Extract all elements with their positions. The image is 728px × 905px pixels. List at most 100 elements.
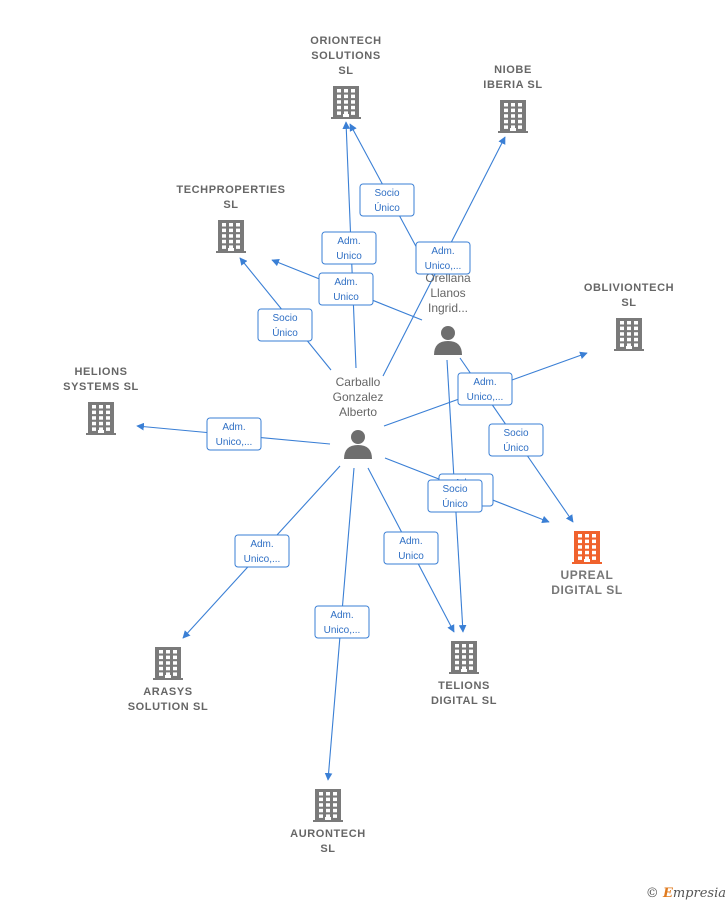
person-name: Llanos xyxy=(430,286,465,300)
company-name: AURONTECH xyxy=(290,828,366,840)
edge-label-text: Socio xyxy=(374,188,399,199)
company-name: ORIONTECH xyxy=(310,35,381,47)
building-icon xyxy=(216,220,246,253)
edge-label-box xyxy=(318,272,374,306)
edge-label-box xyxy=(383,531,439,565)
company-name: DIGITAL SL xyxy=(431,695,497,707)
person-icon xyxy=(344,430,372,459)
edge-label-box xyxy=(427,479,483,513)
company-name: UPREAL xyxy=(561,568,614,582)
copyright-symbol: © xyxy=(645,886,659,901)
edge-label-carballo-oriontech[interactable]: Adm. Unico xyxy=(321,231,377,265)
company-name: OBLIVIONTECH xyxy=(584,282,674,294)
edge-label-text: Unico,... xyxy=(324,625,361,636)
edge-label-carballo-helions[interactable]: Adm. Unico,... xyxy=(206,417,262,451)
edge-label-text: Adm. xyxy=(334,277,357,288)
edge-label-text: Adm. xyxy=(431,246,454,257)
edge-label-text: Unico,... xyxy=(244,554,281,565)
edge-label-carballo-niobe[interactable]: Adm. Unico,... xyxy=(415,241,471,275)
edge-label-carballo-obliviontech[interactable]: Adm. Unico,... xyxy=(457,372,513,406)
nodes-layer: ORIONTECH SOLUTIONS SL NIOBE IBERIA SL TECHPR… xyxy=(63,35,674,855)
company-name: ARASYS xyxy=(143,686,192,698)
edge-label-carballo-arasys[interactable]: Adm. Unico,... xyxy=(234,534,290,568)
edge-label-carballo-telions[interactable]: Adm. Unico xyxy=(383,531,439,565)
edge-label-text: Adm. xyxy=(330,610,353,621)
edge-label-box xyxy=(257,308,313,342)
company-node-helions[interactable]: HELIONS SYSTEMS SL xyxy=(63,366,139,435)
brand-name: mpresia xyxy=(672,886,726,901)
building-icon xyxy=(86,402,116,435)
edge-labels-layer: Adm.UnicoSocioÚnicoAdm.Unico,...SocioÚni… xyxy=(206,183,544,639)
person-name: Ingrid... xyxy=(428,301,468,315)
edge-label-text: Unico xyxy=(398,551,424,562)
edge-label-text: Adm. xyxy=(337,236,360,247)
edge-label-text: Unico,... xyxy=(216,437,253,448)
building-icon xyxy=(498,100,528,133)
building-icon xyxy=(153,647,183,680)
company-name: SOLUTIONS xyxy=(311,50,381,62)
edge-label-text: Unico,... xyxy=(467,392,504,403)
edge-label-box xyxy=(206,417,262,451)
company-node-niobe[interactable]: NIOBE IBERIA SL xyxy=(483,64,542,133)
edge-label-box xyxy=(359,183,415,217)
edge-label-text: Único xyxy=(503,441,529,454)
edge-label-text: Unico,... xyxy=(425,261,462,272)
company-node-obliviontech[interactable]: OBLIVIONTECH SL xyxy=(584,282,674,351)
edge-label-box xyxy=(314,605,370,639)
company-name: SL xyxy=(320,843,335,855)
company-node-techproperties[interactable]: TECHPROPERTIES SL xyxy=(176,184,285,253)
person-icon xyxy=(434,326,462,355)
company-name: SYSTEMS SL xyxy=(63,381,139,393)
company-name: TECHPROPERTIES xyxy=(176,184,285,196)
company-node-oriontech[interactable]: ORIONTECH SOLUTIONS SL xyxy=(310,35,381,119)
company-name: IBERIA SL xyxy=(483,79,542,91)
company-name: HELIONS xyxy=(74,366,127,378)
company-node-aurontech[interactable]: AURONTECH SL xyxy=(290,789,366,855)
company-node-arasys[interactable]: ARASYS SOLUTION SL xyxy=(128,647,209,713)
edge-label-box xyxy=(457,372,513,406)
edge-label-text: Adm. xyxy=(399,536,422,547)
person-name: Carballo xyxy=(336,375,381,389)
edge-label-text: Socio xyxy=(272,313,297,324)
brand-initial: E xyxy=(662,886,673,901)
person-name: Gonzalez xyxy=(333,390,384,404)
company-name: SOLUTION SL xyxy=(128,701,209,713)
company-name: TELIONS xyxy=(438,680,490,692)
edge-label-text: Adm. xyxy=(473,377,496,388)
company-name: SL xyxy=(223,199,238,211)
edge-label-box xyxy=(321,231,377,265)
company-name: NIOBE xyxy=(494,64,532,76)
edge-label-text: Único xyxy=(374,201,400,214)
building-icon xyxy=(331,86,361,119)
edge-label-text: Adm. xyxy=(250,539,273,550)
footer-credit: © Empresia xyxy=(646,886,726,901)
company-name: SL xyxy=(338,65,353,77)
person-name: Alberto xyxy=(339,405,377,419)
person-node-orellana[interactable]: OrellanaLlanosIngrid... xyxy=(425,271,471,355)
edge-label-text: Unico xyxy=(336,251,362,262)
building-icon xyxy=(572,531,602,564)
edge-label-text: Adm. xyxy=(222,422,245,433)
edge-label-orellana-techproperties[interactable]: Adm. Unico xyxy=(318,272,374,306)
company-node-telions[interactable]: TELIONS DIGITAL SL xyxy=(431,641,497,707)
edge-label-text: Único xyxy=(442,497,468,510)
building-icon xyxy=(614,318,644,351)
company-name: SL xyxy=(621,297,636,309)
building-icon xyxy=(313,789,343,822)
edge-label-text: Socio xyxy=(442,484,467,495)
building-icon xyxy=(449,641,479,674)
edge-label-text: Unico xyxy=(333,292,359,303)
edge-label-box xyxy=(234,534,290,568)
edge-label-text: Único xyxy=(272,326,298,339)
edge-label-carballo-aurontech[interactable]: Adm. Unico,... xyxy=(314,605,370,639)
company-name: DIGITAL SL xyxy=(551,583,623,597)
edge-label-box xyxy=(415,241,471,275)
edge-label-box xyxy=(488,423,544,457)
